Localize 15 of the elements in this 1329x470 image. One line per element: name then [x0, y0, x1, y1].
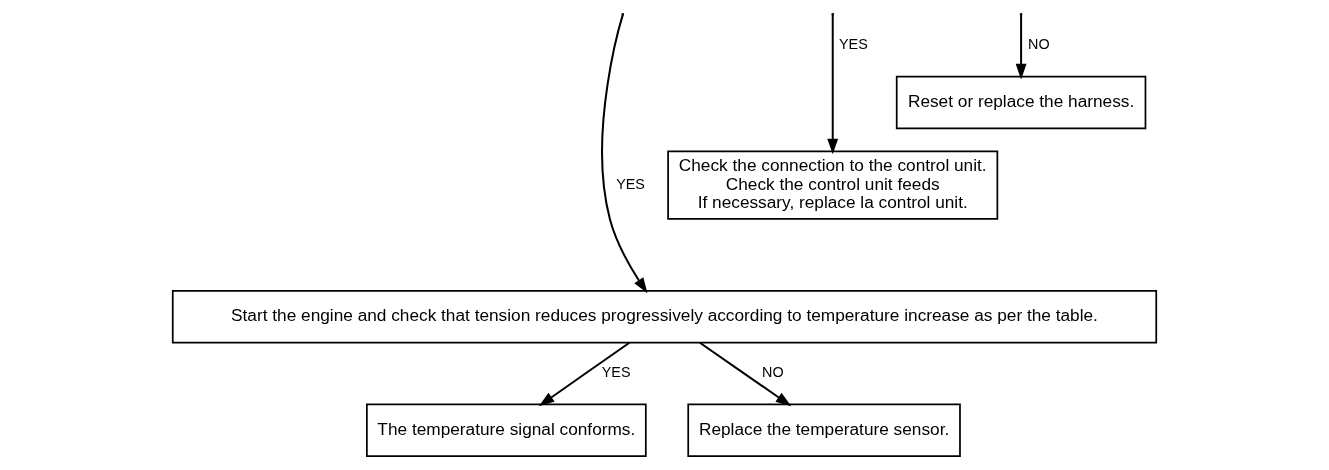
node-box: Reset or replace the harness. — [895, 75, 1147, 130]
edge-label: YES — [601, 364, 631, 381]
arrow — [601, 14, 648, 294]
node-box: The temperature signal conforms. — [366, 403, 647, 458]
node-box: Start the engine and check that tension reduces progressively according to temperature increase as per the table. — [171, 290, 1158, 344]
node-box: Check the connection to the control unit. Check the control unit feeds If necessary, replace la control unit. — [667, 150, 999, 220]
arrow — [538, 341, 630, 407]
edge-label: YES — [839, 36, 868, 53]
edge-label: NO — [1028, 36, 1050, 53]
edge-label: YES — [616, 175, 645, 192]
arrow — [1015, 14, 1027, 80]
arrow — [827, 14, 839, 155]
node-box: Replace the temperature sensor. — [687, 403, 961, 458]
arrow — [699, 341, 792, 407]
edge-label: NO — [762, 364, 784, 381]
